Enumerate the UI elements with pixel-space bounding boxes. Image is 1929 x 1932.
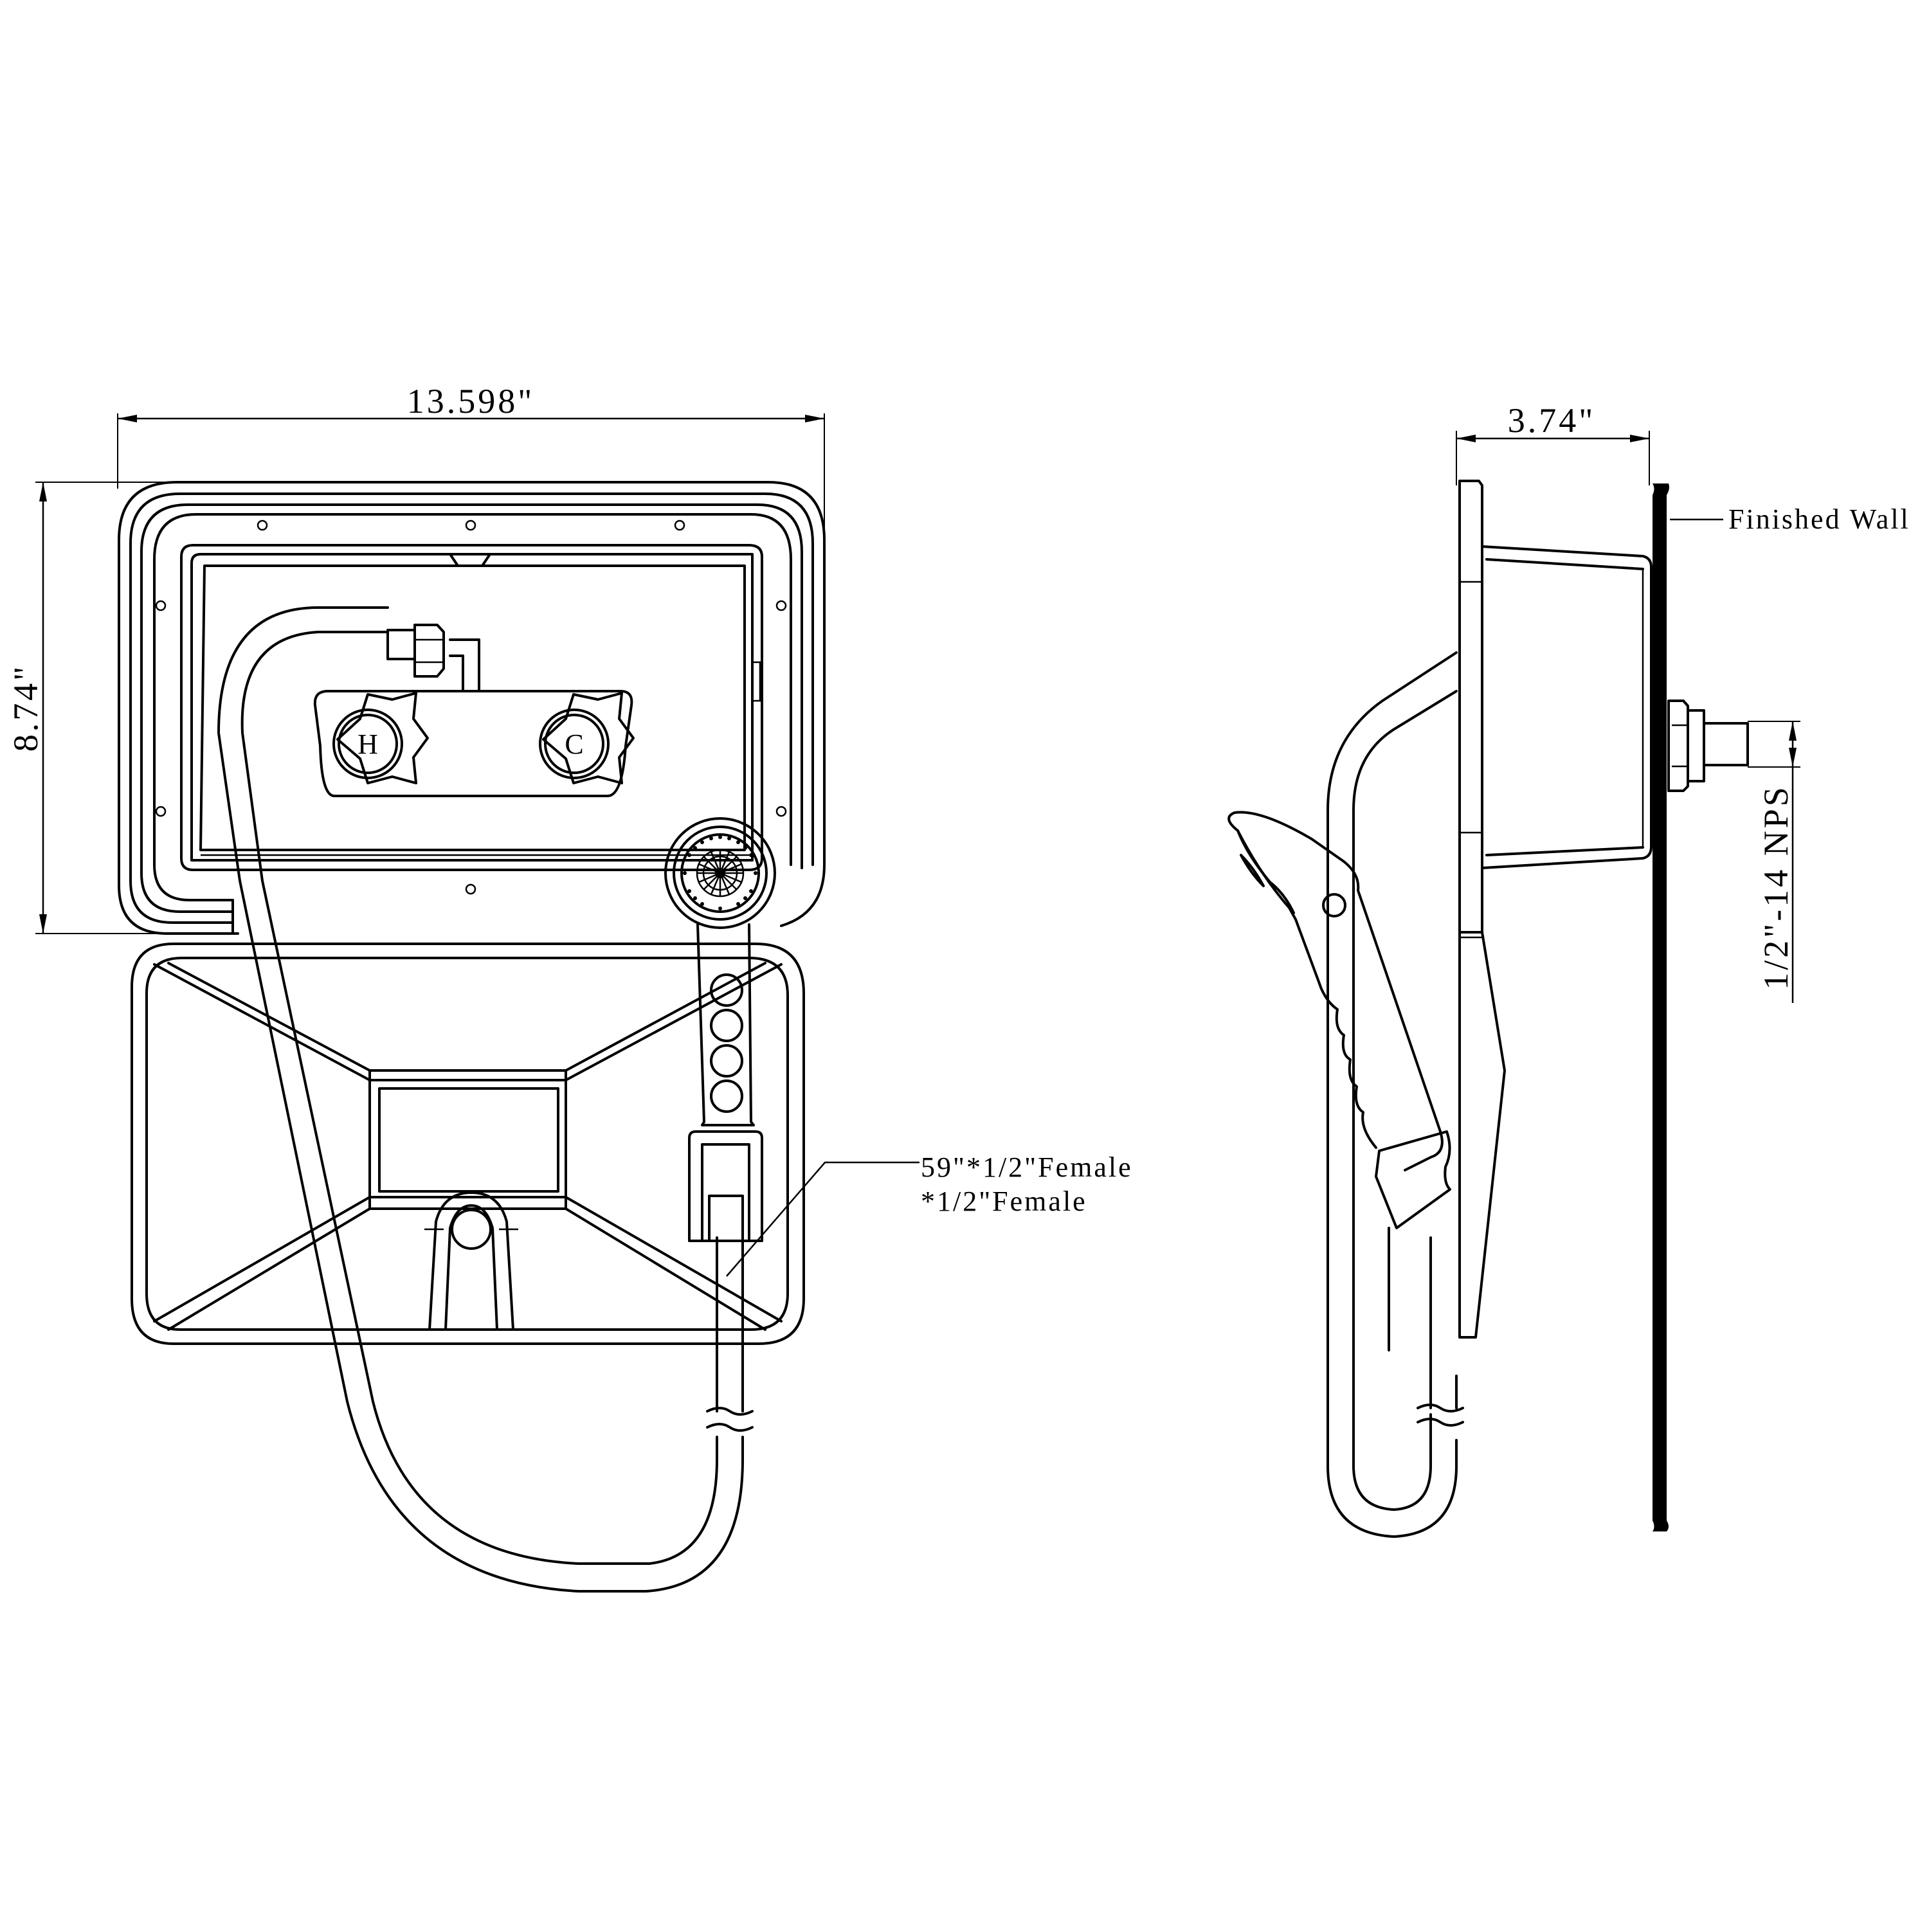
height-dimension-text: 8.74" [6, 664, 45, 752]
hinge-tab [217, 899, 234, 935]
compartment-opening-outer [180, 544, 763, 871]
side-door [1458, 931, 1506, 1339]
handle-grip-circle [710, 973, 743, 1007]
screw-icon [465, 519, 476, 531]
finished-wall: Finished Wall [1653, 483, 1910, 1531]
depth-dimension-text: 3.74" [1508, 401, 1596, 440]
side-flange [1458, 480, 1483, 934]
thread-dimension: 1/2"-14 NPS [1748, 721, 1800, 1003]
screw-icon [155, 806, 167, 817]
thread-fitting [1667, 700, 1749, 792]
side-hose [1327, 651, 1458, 1538]
cold-knob-label: C [565, 728, 583, 760]
handle-grip-circle [710, 1009, 743, 1042]
shower-hose [217, 606, 744, 1593]
frame-screws [155, 519, 787, 895]
hand-shower-head[interactable] [664, 817, 776, 929]
thread-spec-label: 1/2"-14 NPS [1757, 784, 1795, 990]
hose-spec-callout: 59"*1/2"Female *1/2"Female [726, 1151, 1133, 1277]
cold-knob[interactable]: C [539, 692, 635, 784]
height-dimension: 8.74" [6, 482, 231, 934]
hose-spec-line1: 59"*1/2"Female [921, 1151, 1133, 1183]
frame-outer-inner-line [129, 492, 814, 924]
compartment-opening-inner [190, 553, 754, 862]
door-panel-recess [153, 963, 783, 1323]
hand-shower-handle[interactable] [696, 923, 755, 1126]
latch-notch [449, 553, 491, 567]
screw-icon [674, 519, 685, 531]
hot-knob[interactable]: H [332, 692, 429, 784]
compartment-back-panel [199, 564, 746, 851]
faucet-supply-pipe [449, 638, 480, 692]
faucet-body [313, 690, 633, 797]
door-label-area [378, 1087, 559, 1193]
hose-spec-line2: *1/2"Female [921, 1186, 1087, 1217]
handle-grip-circle [710, 1079, 743, 1113]
door-panel-outer [131, 943, 805, 1345]
frame-outer [118, 481, 826, 935]
frame-lip-inner [153, 513, 792, 901]
front-view: 13.598" 8.74" [6, 382, 1133, 1593]
screw-icon [465, 883, 476, 895]
side-housing [1481, 545, 1653, 869]
hose-fitting [386, 624, 445, 678]
screw-icon [155, 600, 167, 611]
width-dimension-text: 13.598" [407, 382, 535, 420]
door-latch[interactable] [424, 1191, 518, 1331]
screw-icon [775, 600, 787, 611]
depth-dimension: 3.74" [1456, 401, 1650, 485]
screw-icon [257, 519, 268, 531]
shower-holder-bracket [688, 1130, 763, 1242]
width-dimension: 13.598" [117, 382, 825, 636]
screw-icon [775, 806, 787, 817]
door-panel-inner [145, 957, 789, 1331]
side-hand-shower[interactable] [1227, 811, 1451, 1351]
finished-wall-label: Finished Wall [1728, 503, 1910, 535]
hot-knob-label: H [358, 728, 378, 760]
side-view: 3.74" Finished Wall [1227, 401, 1910, 1538]
frame-lip [140, 503, 803, 913]
handle-grip-circle [710, 1044, 743, 1078]
